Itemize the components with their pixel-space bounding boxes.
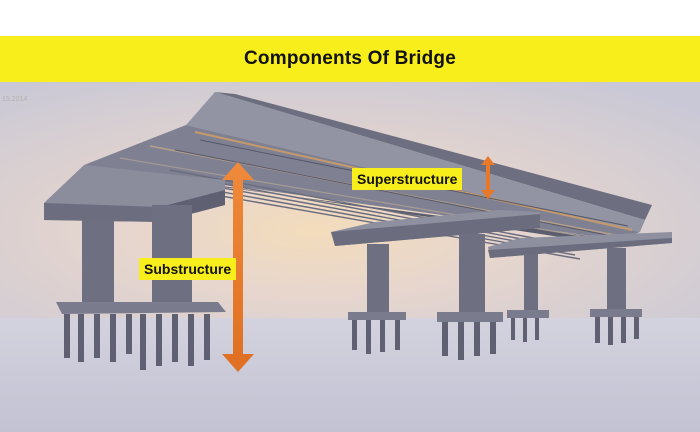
superstructure-arrow-icon [481,156,495,199]
superstructure-label: Superstructure [352,168,463,190]
watermark-text: 15.2014 [2,96,28,103]
page-title: Components Of Bridge [244,48,456,69]
ground-plane [0,318,700,432]
pier-cap-middle [331,210,540,246]
title-banner: Components Of Bridge [0,36,700,82]
substructure-arrow-icon [222,162,254,372]
bridge-columns [82,205,626,316]
substructure-label: Substructure [139,258,237,280]
pile-caps [56,302,642,322]
pier-cap-right [488,232,672,258]
piles [64,314,639,370]
